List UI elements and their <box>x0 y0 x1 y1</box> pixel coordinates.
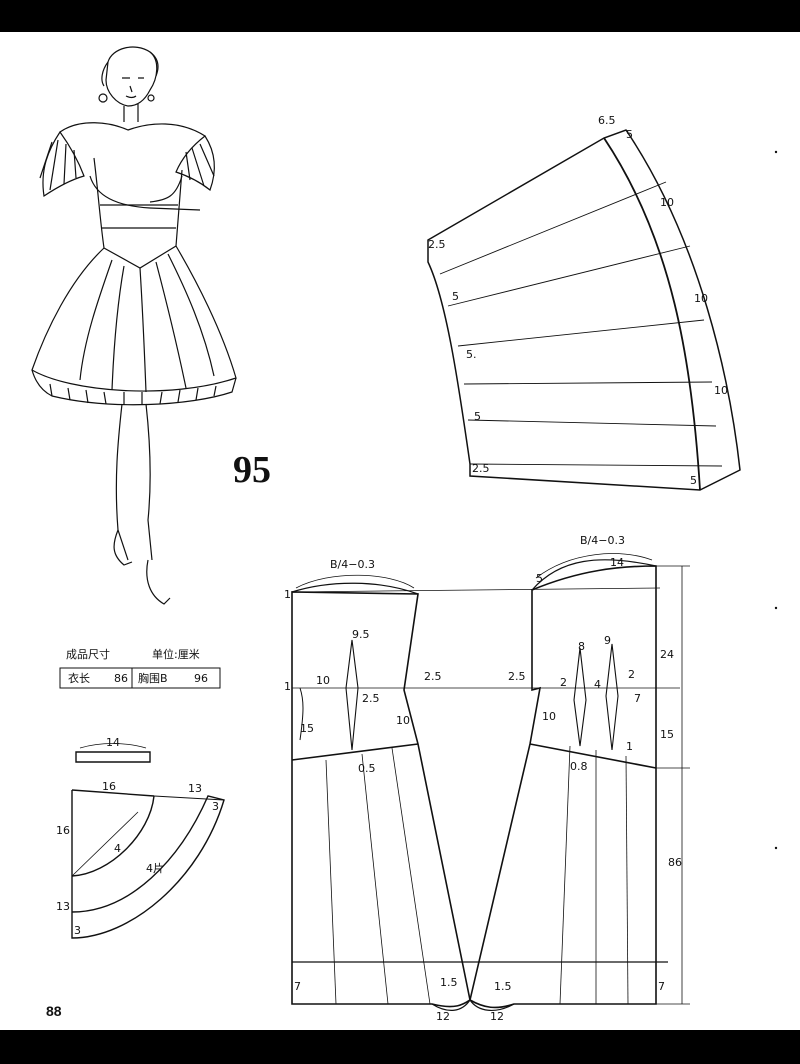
back-top-left: 1 <box>284 588 291 601</box>
front-dart2: 9 <box>604 634 611 647</box>
back-side-left: 1 <box>284 680 291 693</box>
length-label: 衣长 <box>68 671 90 685</box>
hem-7-right: 7 <box>658 980 665 993</box>
fan-top-a: 6.5 <box>598 114 616 127</box>
dim-86: 86 <box>668 856 682 869</box>
front-7: 7 <box>634 692 641 705</box>
bodice-labels: 1 1 9.5 10 2.5 2.5 10 15 0.5 5 14 2.5 8 … <box>284 556 682 1023</box>
front-side-10: 10 <box>542 710 556 723</box>
front-2a: 2 <box>560 676 567 689</box>
size-table-unit: 单位:厘米 <box>152 647 200 661</box>
back-05: 0.5 <box>358 762 376 775</box>
fan-bottom-right: 5 <box>690 474 697 487</box>
fan-right-mark-1: 10 <box>660 196 674 209</box>
front-4: 4 <box>594 678 601 691</box>
fashion-illustration <box>31 46 237 605</box>
front-1: 1 <box>626 740 633 753</box>
fan-right-mark-2: 10 <box>694 292 708 305</box>
ruffle-diag-label: 4 <box>114 842 121 855</box>
back-formula: B/4−0.3 <box>330 558 375 571</box>
top-border-bar <box>0 0 800 32</box>
ruffle-side-label: 16 <box>56 824 70 837</box>
back-side-25: 2.5 <box>424 670 442 683</box>
ruffle-width-right: 3 <box>212 800 219 813</box>
ruffle-width-left: 3 <box>74 924 81 937</box>
ruffle-pieces-label: 4片 <box>146 862 164 875</box>
fan-left-mark-1: 5 <box>452 290 459 303</box>
waistband-length: 14 <box>106 736 120 749</box>
front-formula: B/4−0.3 <box>580 534 625 547</box>
back-mark-10: 10 <box>316 674 330 687</box>
dim-15: 15 <box>660 728 674 741</box>
length-value: 86 <box>114 672 128 685</box>
dim-24: 24 <box>660 648 674 661</box>
waistband-piece: 14 <box>75 736 151 763</box>
back-side-10: 10 <box>396 714 410 727</box>
hem-15a: 1.5 <box>440 976 458 989</box>
pattern-number: 95 <box>233 449 271 491</box>
fan-left-mark-2: 5. <box>466 348 477 361</box>
size-table-title: 成品尺寸 <box>66 647 110 661</box>
bust-value: 96 <box>194 672 208 685</box>
size-table: 成品尺寸 单位:厘米 衣长 86 胸围B 96 <box>59 647 221 689</box>
front-25: 2.5 <box>508 670 526 683</box>
sleeve-fan-piece <box>427 129 741 491</box>
hem-12a: 12 <box>436 1010 450 1023</box>
fan-right-mark-3: 10 <box>714 384 728 397</box>
back-dart-width: 2.5 <box>362 692 380 705</box>
back-15: 15 <box>300 722 314 735</box>
fan-left-mark-3: 5 <box>474 410 481 423</box>
back-dart-top: 9.5 <box>352 628 370 641</box>
hem-7-left: 7 <box>294 980 301 993</box>
ruffle-right-label: 13 <box>188 782 202 795</box>
hem-12b: 12 <box>490 1010 504 1023</box>
ruffle-top-label: 16 <box>102 780 116 793</box>
front-14: 14 <box>610 556 624 569</box>
page-number: 88 <box>46 1003 62 1019</box>
bust-label: 胸围B <box>138 671 168 685</box>
bodice-draft <box>291 553 690 1011</box>
ruffle-piece <box>71 789 225 939</box>
hem-15b: 1.5 <box>494 980 512 993</box>
bottom-border-bar <box>0 1030 800 1064</box>
fan-top-b: 5 <box>626 128 633 141</box>
front-08: 0.8 <box>570 760 588 773</box>
front-2b: 2 <box>628 668 635 681</box>
fan-left-bottom: 2.5 <box>472 462 490 475</box>
fan-left-top: 2.5 <box>428 238 446 251</box>
front-dart1: 8 <box>578 640 585 653</box>
ruffle-left-low: 13 <box>56 900 70 913</box>
front-shoulder-5: 5 <box>536 572 543 585</box>
